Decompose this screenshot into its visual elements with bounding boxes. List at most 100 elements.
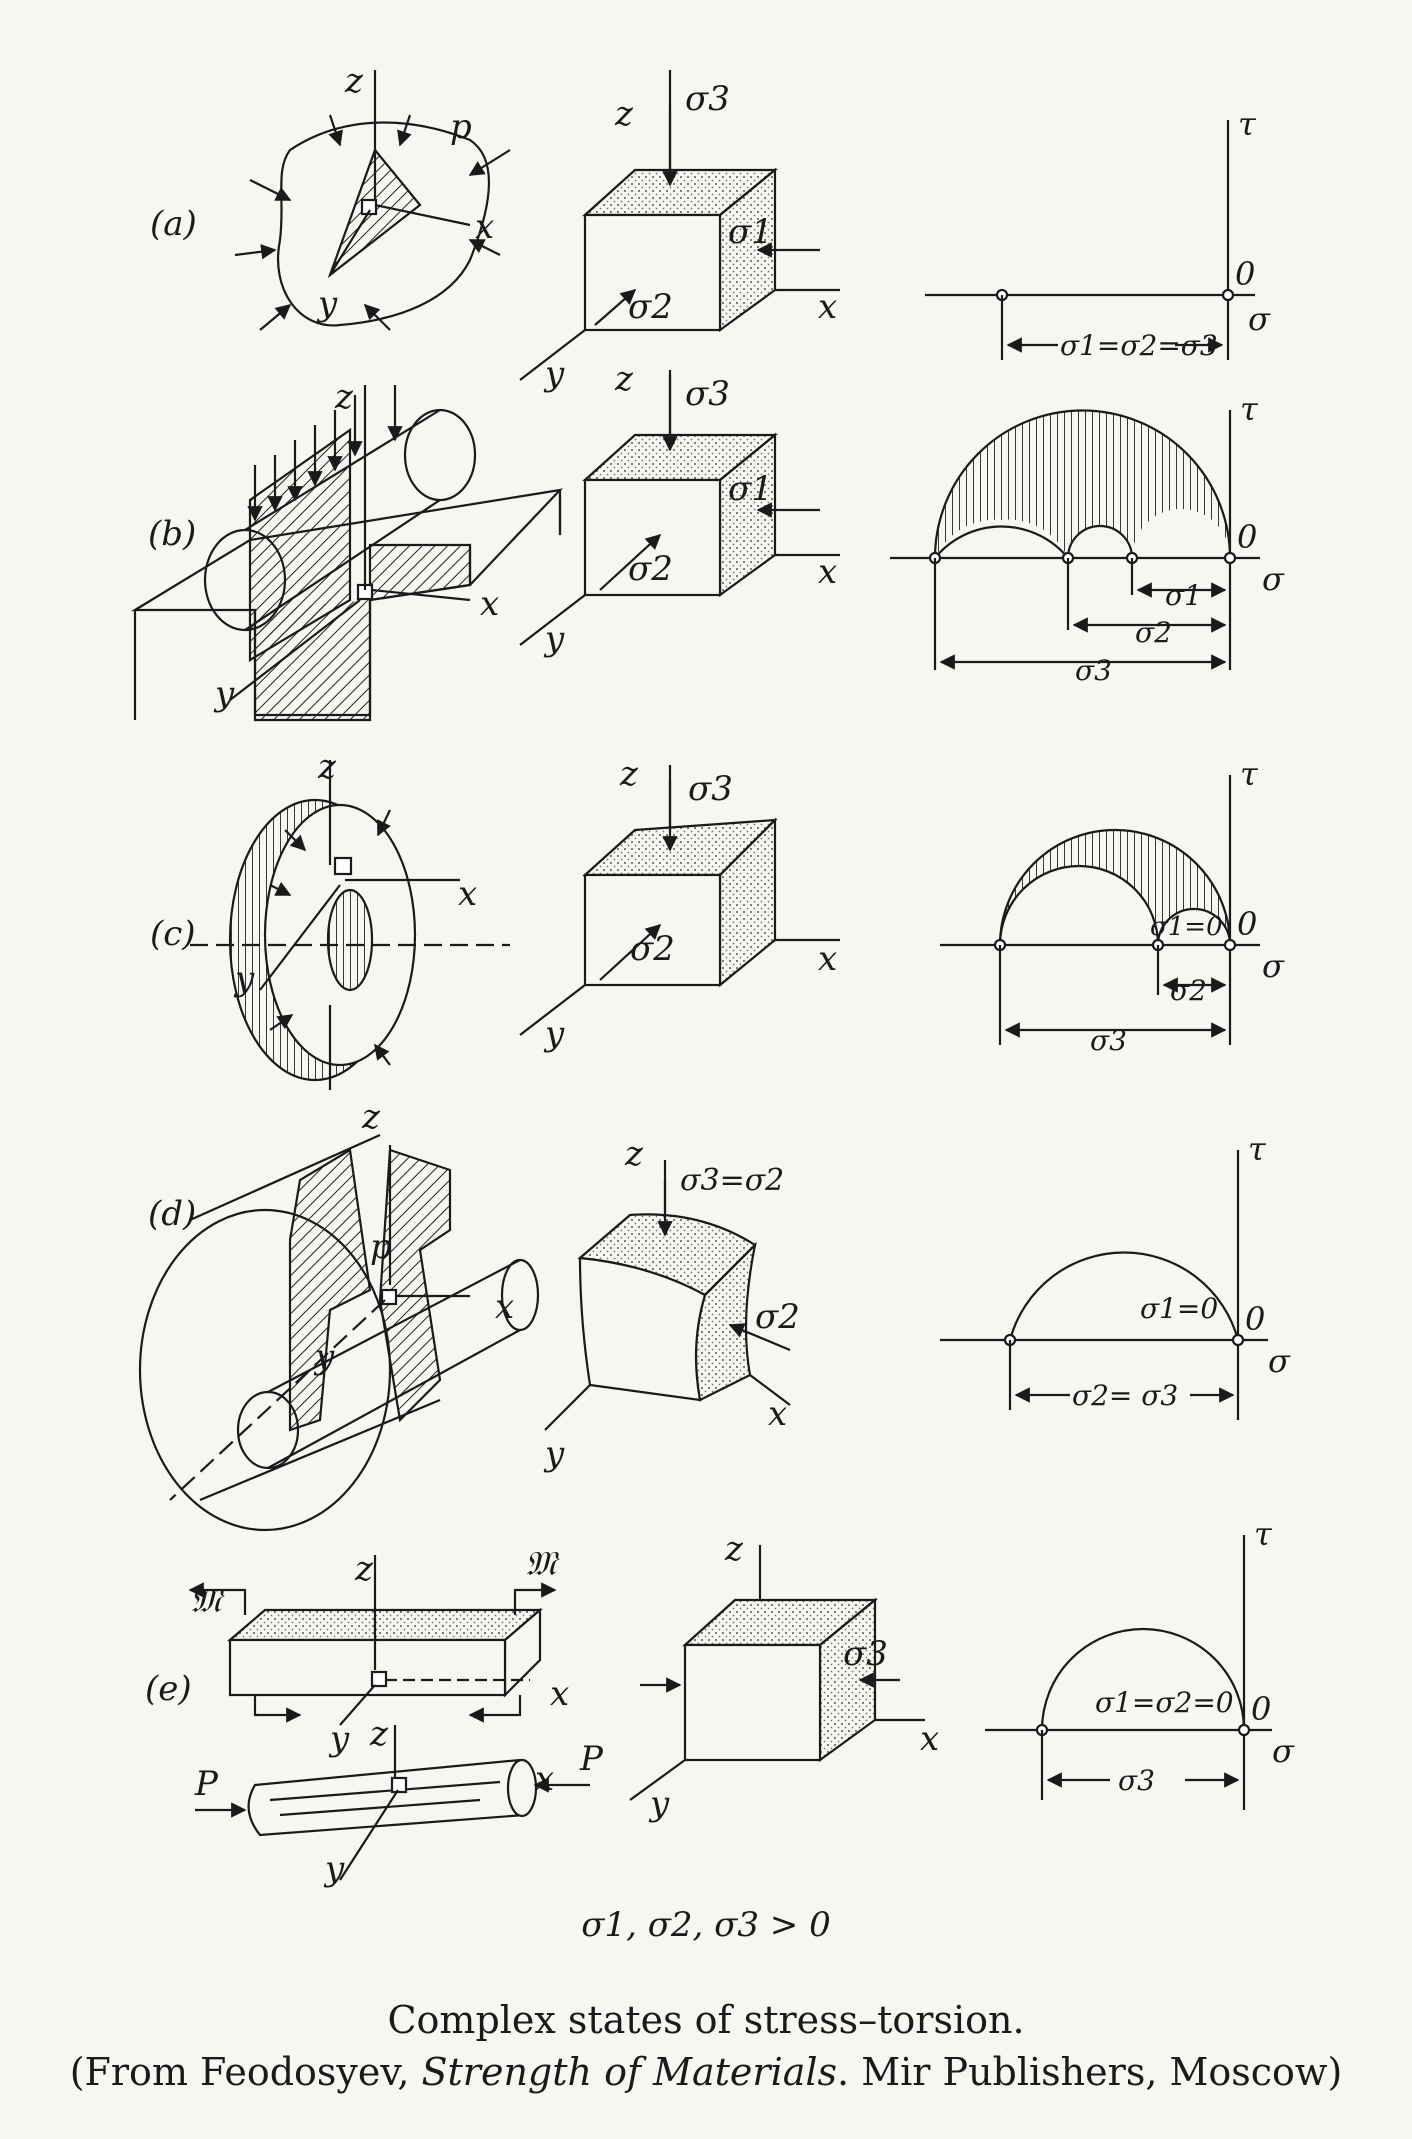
body-e-label-p-right: P xyxy=(579,1739,604,1779)
body-d-housing-left xyxy=(288,1148,372,1432)
mohr-c xyxy=(940,775,1260,1045)
body-e xyxy=(188,1555,590,1881)
mohr-a-label-tau: τ xyxy=(1238,105,1257,143)
body-a-outline xyxy=(277,121,490,327)
mohr-b-label-sigma: σ xyxy=(1262,560,1285,598)
mohr-a-point-origin xyxy=(1221,288,1235,302)
body-c-label-x: x xyxy=(458,874,477,914)
stress-states-figure: (a) z x y p xyxy=(131,61,1295,1889)
body-a-label-p: p xyxy=(450,107,472,147)
mohr-e-circle xyxy=(1040,1627,1246,1731)
mohr-b-label-tau: τ xyxy=(1240,390,1259,428)
element-b-label-z: z xyxy=(614,359,634,399)
caption-suffix: . Mir Publishers, Moscow) xyxy=(837,2050,1343,2094)
element-a-label-x: x xyxy=(818,287,837,327)
body-b-label-z: z xyxy=(334,377,354,417)
body-e-label-x2: x xyxy=(535,1759,554,1799)
row-c: (c) z x y xyxy=(150,747,1285,1090)
mohr-a-label-origin: 0 xyxy=(1235,255,1255,293)
element-d-label-s3: σ3=σ2 xyxy=(680,1163,784,1198)
element-a-label-s3: σ3 xyxy=(685,79,730,119)
mohr-b-dim-2: σ2 xyxy=(1135,616,1172,649)
body-d-housing-right xyxy=(378,1148,452,1423)
element-b-label-s2: σ2 xyxy=(628,549,673,589)
mohr-d-label-origin: 0 xyxy=(1245,1300,1265,1338)
mohr-a xyxy=(925,120,1255,360)
element-c-label-s2: σ2 xyxy=(630,929,675,969)
element-c-label-y: y xyxy=(543,1014,565,1054)
row-d: (d) z x y p xyxy=(138,1097,1291,1532)
body-b xyxy=(131,385,564,722)
row-label-a: (a) xyxy=(150,204,197,244)
element-c xyxy=(519,765,840,1036)
element-d-label-x: x xyxy=(768,1394,787,1434)
row-label-c: (c) xyxy=(150,914,196,954)
body-e-label-p-left: P xyxy=(194,1764,219,1804)
mohr-e-inner-label: σ1=σ2=0 xyxy=(1095,1686,1234,1719)
body-e-label-m-right: 𝔐 xyxy=(525,1544,560,1584)
mohr-a-dim-1: σ1=σ2=σ3 xyxy=(1060,329,1218,362)
body-e-label-x: x xyxy=(550,1674,569,1714)
body-a-label-y: y xyxy=(316,284,338,324)
body-e-bar-cube xyxy=(370,1670,388,1688)
element-c-label-s3: σ3 xyxy=(688,769,733,809)
element-d-label-z: z xyxy=(624,1134,644,1174)
body-e-rod-end xyxy=(506,1758,538,1818)
element-d-front-face xyxy=(578,1256,707,1402)
body-b-pressure-lines xyxy=(468,495,562,585)
element-d-label-s2: σ2 xyxy=(755,1297,800,1337)
element-b-label-x: x xyxy=(818,552,837,592)
body-e-label-z2: z xyxy=(369,1714,389,1754)
body-d-label-x: x xyxy=(495,1287,514,1327)
body-e-label-y: y xyxy=(328,1719,350,1759)
body-e-label-z: z xyxy=(354,1549,374,1589)
body-a-label-z: z xyxy=(344,61,364,101)
element-c-label-z: z xyxy=(619,754,639,794)
element-a-label-s1: σ1 xyxy=(728,212,773,252)
body-b-cyl-end-right xyxy=(403,408,477,502)
mohr-c-mid-circle xyxy=(998,864,1160,946)
body-e-label-m-left: 𝔐 xyxy=(190,1581,225,1621)
element-a-front-face xyxy=(583,213,722,332)
element-e xyxy=(629,1545,925,1801)
mohr-c-dim-2: σ3 xyxy=(1090,1024,1127,1057)
mohr-a-label-sigma: σ xyxy=(1248,300,1271,338)
element-a-label-s2: σ2 xyxy=(628,287,673,327)
element-d xyxy=(544,1160,791,1431)
mohr-c-region xyxy=(1000,830,1230,945)
body-e-bar-front xyxy=(228,1638,507,1697)
body-c-cube xyxy=(333,856,353,876)
row-e: (e) z x y 𝔐 𝔐 z x xyxy=(145,1515,1295,1889)
body-e-label-y2: y xyxy=(323,1849,345,1889)
body-c-label-z: z xyxy=(317,747,337,787)
body-c-label-y: y xyxy=(233,959,255,999)
mohr-e-dim-1: σ3 xyxy=(1118,1764,1155,1797)
mohr-d-inner-label: σ1=0 xyxy=(1140,1292,1218,1325)
mohr-b-small-circle xyxy=(1066,524,1134,559)
mohr-d-circle xyxy=(1008,1251,1240,1341)
element-e-label-x: x xyxy=(920,1719,939,1759)
caption-prefix: (From Feodosyev, xyxy=(69,2050,422,2094)
mohr-c-dim-1: σ2 xyxy=(1170,974,1207,1007)
row-a: (a) z x y p xyxy=(150,61,1271,394)
mohr-b-region xyxy=(935,410,1230,558)
element-b-label-y: y xyxy=(543,619,565,659)
element-b xyxy=(519,370,840,646)
mohr-b-big-circle xyxy=(933,409,1232,559)
mohr-b-dim-1: σ1 xyxy=(1165,579,1202,612)
body-a-cube xyxy=(360,198,378,216)
mohr-c-label-sigma: σ xyxy=(1262,947,1285,985)
body-e-rod-cube xyxy=(390,1776,408,1794)
row-b: (b) z x y xyxy=(131,359,1285,722)
caption-line-1: Complex states of stress–torsion. xyxy=(387,1998,1025,2042)
body-d-label-z: z xyxy=(361,1097,381,1137)
body-e-bar-top xyxy=(227,1608,543,1642)
body-c xyxy=(190,760,510,1090)
mohr-c-label-origin: 0 xyxy=(1237,905,1257,943)
mohr-c-small-circle xyxy=(1156,907,1232,946)
element-c-label-x: x xyxy=(818,939,837,979)
mohr-e xyxy=(985,1535,1272,1810)
mohr-e-label-tau: τ xyxy=(1254,1515,1273,1553)
body-c-hole xyxy=(326,888,374,992)
